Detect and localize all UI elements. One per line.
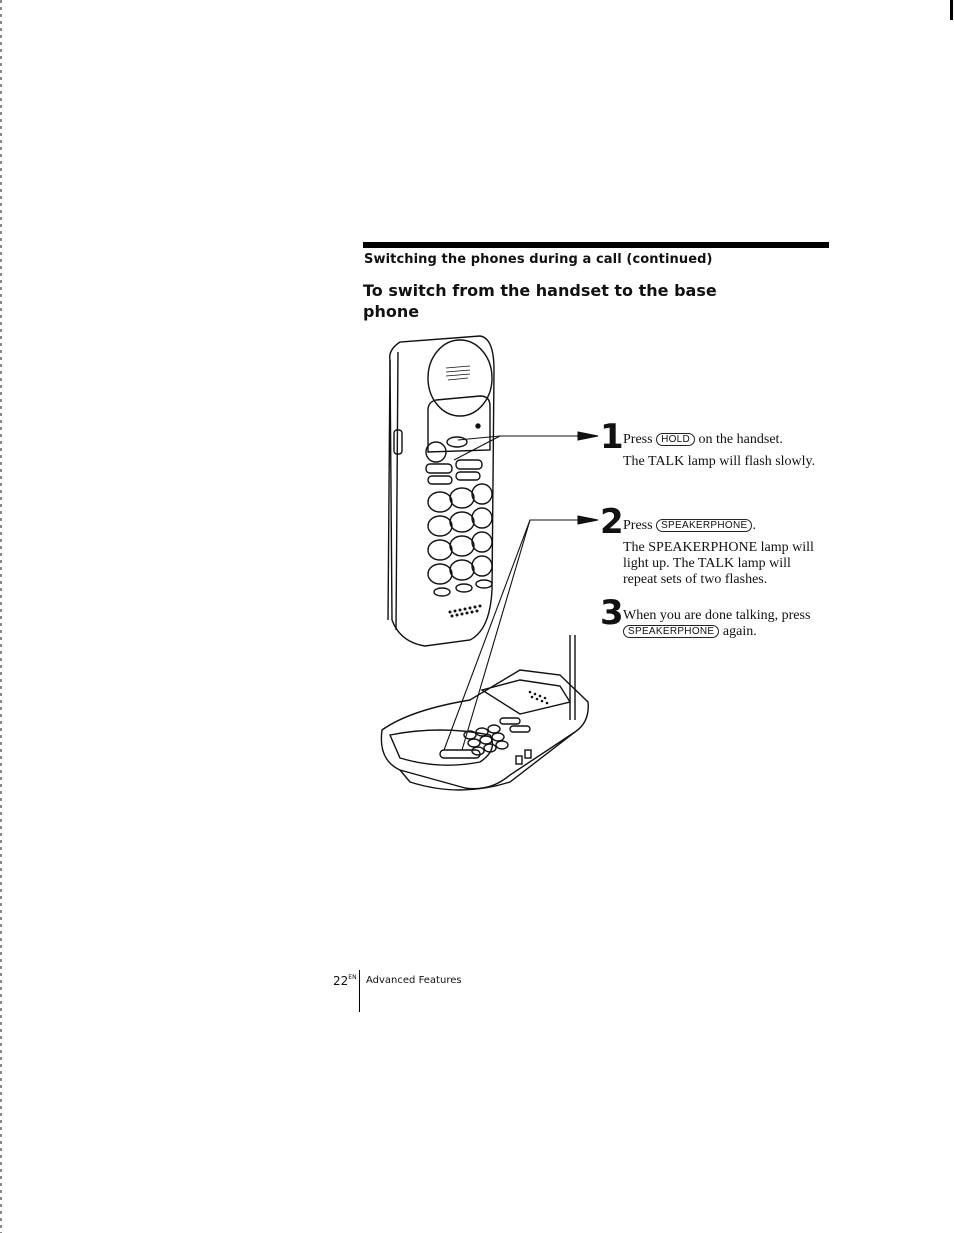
step-3-instruction: When you are done talking, press SPEAKER… — [623, 608, 833, 640]
header-rule — [363, 242, 829, 248]
step-1: Press HOLD on the handset. The TALK lamp… — [623, 432, 833, 470]
scan-edge — [0, 0, 2, 1233]
handset-body — [389, 335, 495, 647]
step-1-pre: Press — [623, 432, 653, 447]
base-speaker-grill — [528, 690, 549, 705]
hold-key-label: HOLD — [656, 433, 696, 446]
step-2-number: 2 — [600, 502, 624, 542]
hold-key — [425, 441, 447, 463]
callout-lines — [443, 431, 599, 751]
step-1-post: on the handset. — [698, 432, 783, 447]
step-2-pre: Press — [623, 518, 653, 533]
base-phone — [380, 669, 589, 790]
earpiece — [427, 339, 493, 417]
speakerphone-key-label-2: SPEAKERPHONE — [623, 625, 720, 638]
earpiece-grill — [445, 365, 471, 381]
section-title: Switching the phones during a call (cont… — [364, 252, 713, 267]
step-1-instruction: Press HOLD on the handset. — [623, 432, 833, 448]
footer-divider — [359, 970, 360, 1012]
step-2-detail: The SPEAKERPHONE lamp will light up. The… — [623, 540, 814, 587]
phone-illustration — [380, 335, 599, 791]
function-keys — [425, 459, 483, 485]
step-1-number: 1 — [600, 417, 624, 457]
base-keypad — [439, 717, 531, 759]
scan-mark — [950, 0, 953, 20]
step-3-post: again. — [722, 624, 757, 639]
page-number: 22EN — [333, 974, 357, 988]
page-number-value: 22 — [333, 974, 349, 988]
speakerphone-key-label: SPEAKERPHONE — [656, 519, 753, 532]
step-3-number: 3 — [600, 593, 624, 633]
step-1-detail: The TALK lamp will flash slowly. — [623, 454, 816, 469]
footer-section-label: Advanced Features — [366, 975, 462, 986]
step-3-pre: When you are done talking, press — [623, 608, 811, 623]
page-title: To switch from the handset to the base p… — [363, 281, 717, 321]
mic-holes — [448, 604, 482, 618]
step-2-post: . — [752, 518, 756, 533]
step-2: Press SPEAKERPHONE. The SPEAKERPHONE lam… — [623, 518, 833, 588]
keypad — [427, 483, 493, 597]
step-2-instruction: Press SPEAKERPHONE. — [623, 518, 833, 534]
step-3: When you are done talking, press SPEAKER… — [623, 608, 833, 640]
page-number-suffix: EN — [348, 974, 357, 981]
